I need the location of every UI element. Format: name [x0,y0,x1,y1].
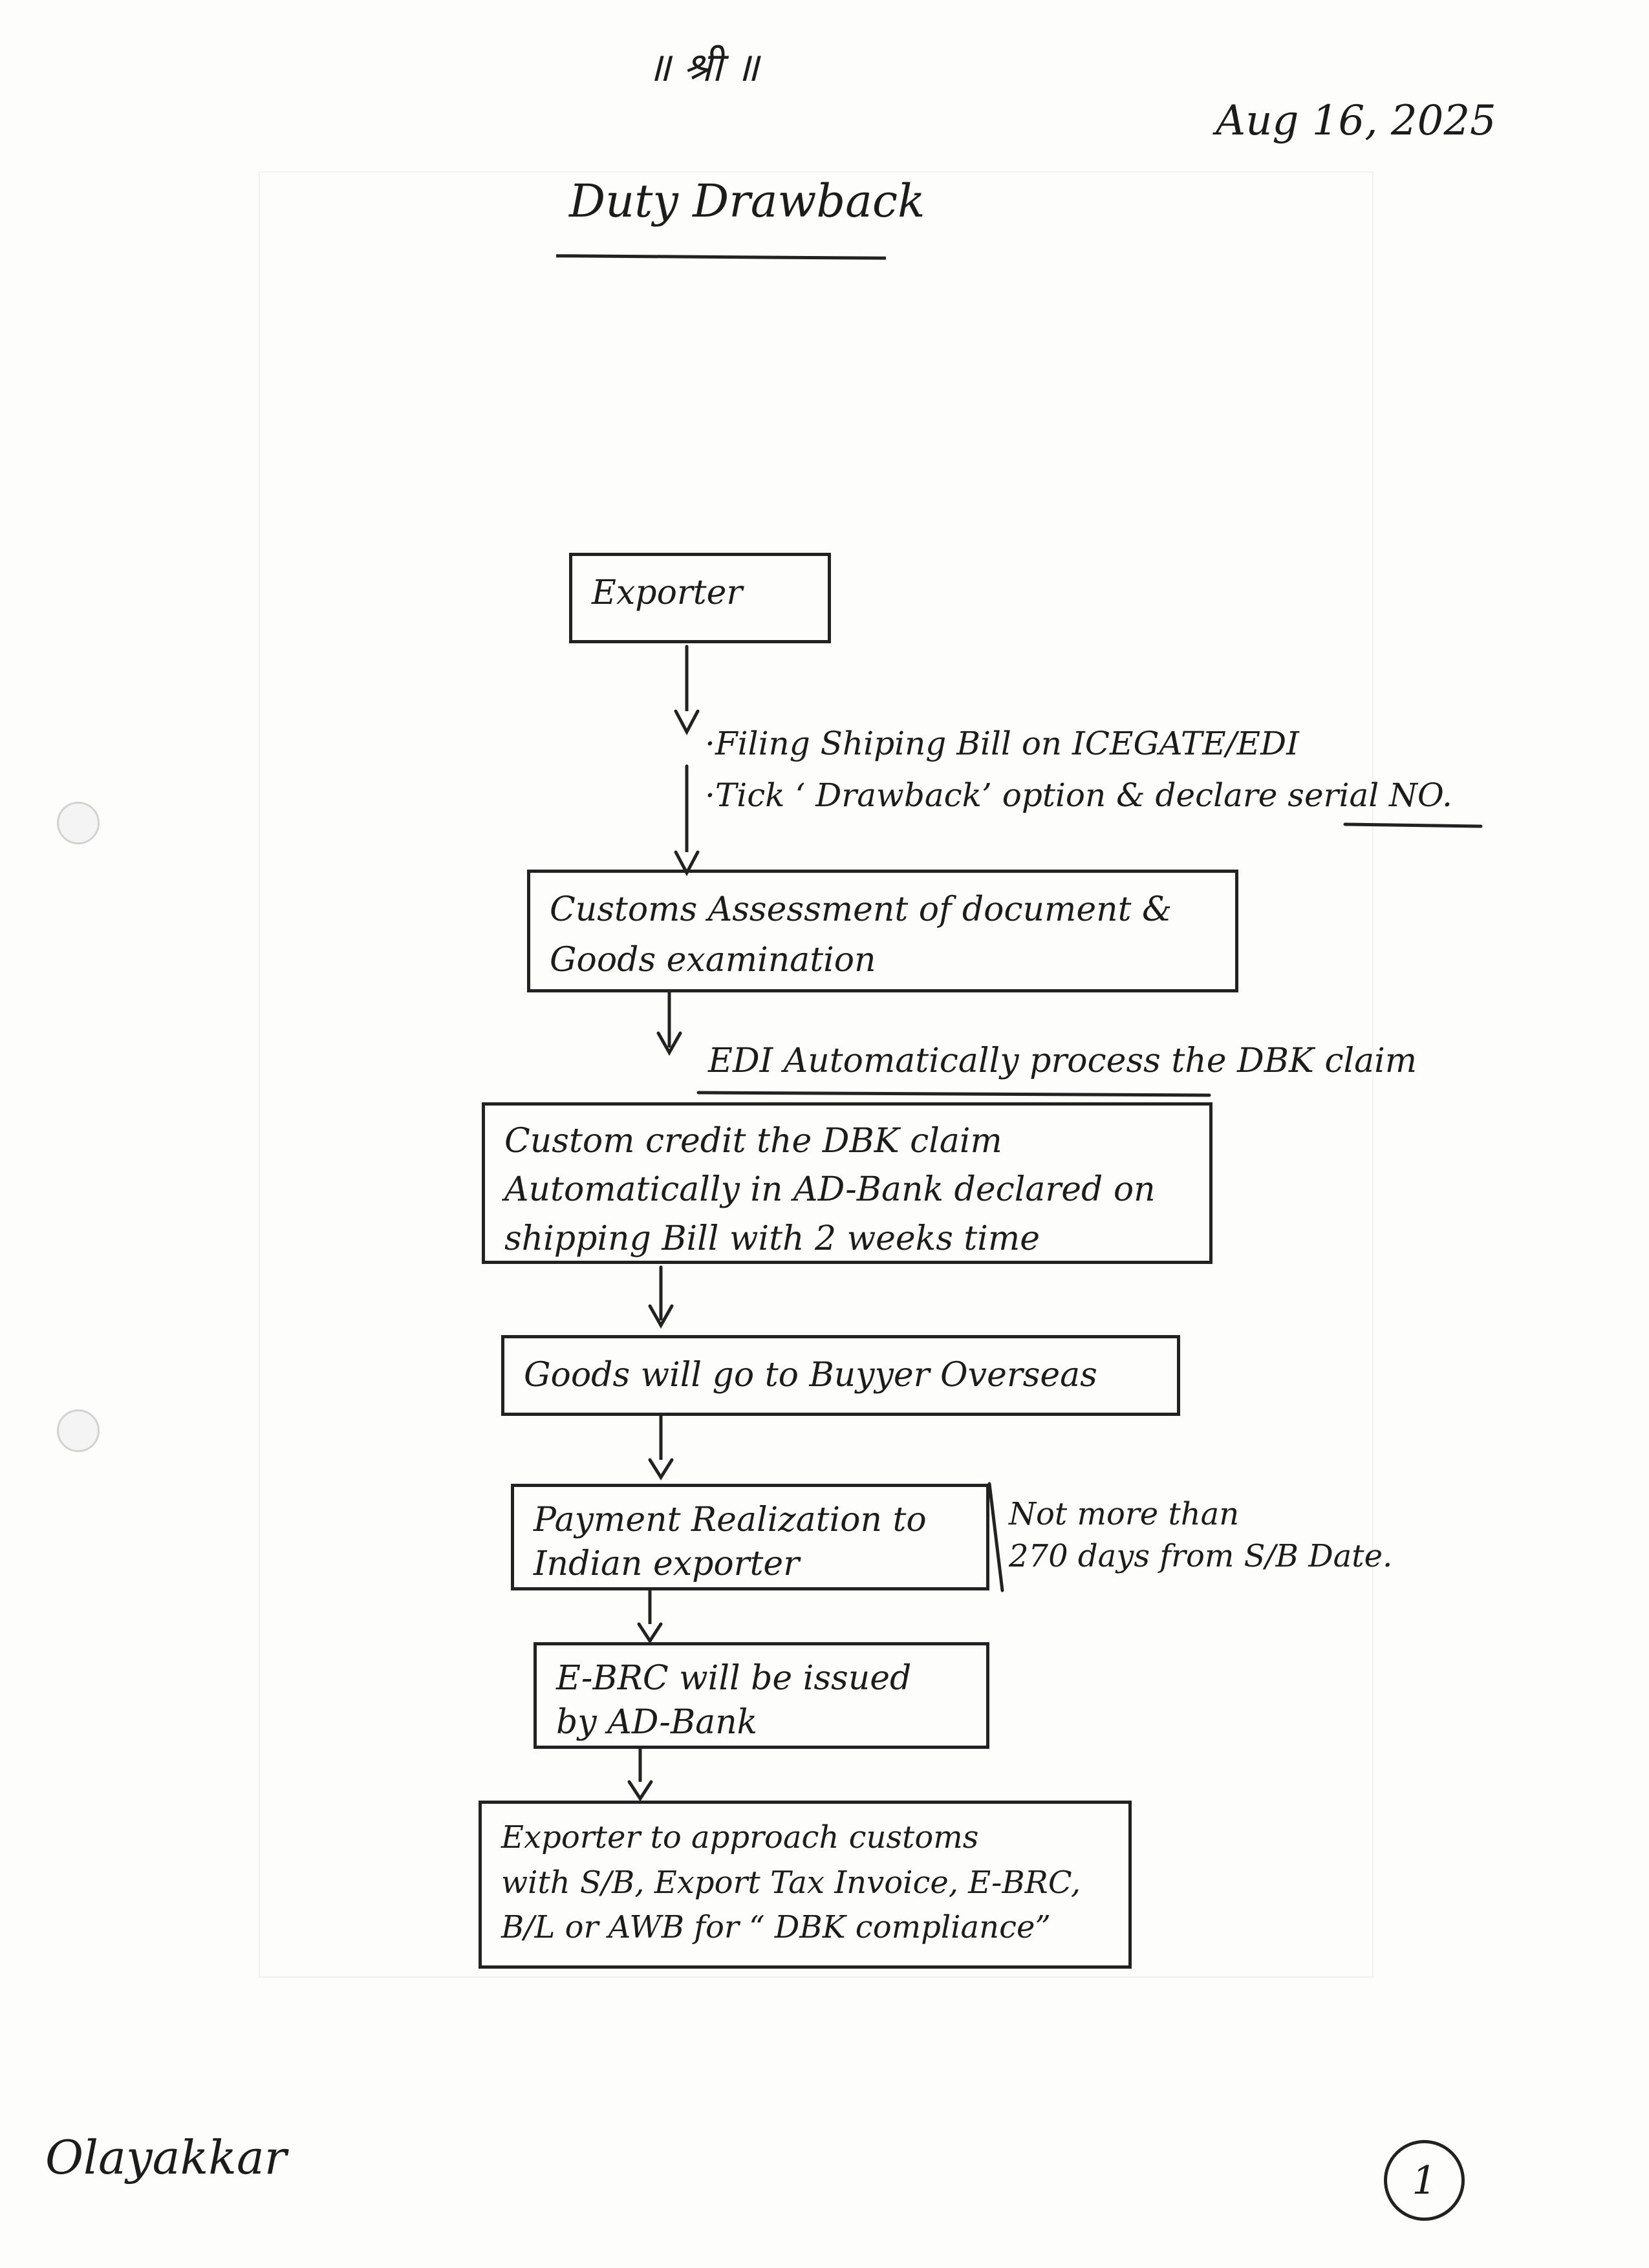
step-payment-line2: Indian exporter [534,1544,800,1583]
note-filing-line2-text: ·Tick ‘ Drawback’ option & declare [705,776,1288,814]
note-filing-line1: ·Filing Shiping Bill on ICEGATE/EDI [705,725,1299,762]
side-note-line1: Not more than [1009,1496,1240,1532]
step-customs-line2: Goods examination [550,941,876,979]
step-customs-line1: Customs Assessment of document & [550,890,1172,929]
step-final-line1: Exporter to approach customs [501,1819,979,1856]
step-credit-line2: Automatically in AD-Bank declared on [504,1170,1156,1210]
step-final-line2: with S/B, Export Tax Invoice, E-BRC, [501,1864,1081,1901]
step-payment-realization: Payment Realization to Indian exporter [511,1484,989,1590]
step-payment-line1: Payment Realization to [534,1501,927,1539]
step-customs-assessment: Customs Assessment of document & Goods e… [527,870,1238,992]
signature: Olayakkar [45,2130,287,2185]
arrow-head-6 [637,1622,663,1644]
arrow-head-3 [656,1031,682,1056]
page-number-circle: 1 [1384,2140,1465,2221]
step-approach-customs: Exporter to approach customs with S/B, E… [479,1801,1132,1969]
page-title: Duty Drawback [569,175,925,228]
step-exporter-label: Exporter [592,573,743,612]
step-exporter: Exporter [569,553,831,643]
arrow-head-7 [627,1780,653,1802]
punch-hole-bottom [57,1409,100,1452]
step-ebrc: E-BRC will be issued by AD-Bank [534,1642,989,1749]
step-ebrc-line1: E-BRC will be issued [556,1659,912,1698]
side-note-line2: 270 days from S/B Date. [1009,1537,1393,1574]
date-label: Aug 16, 2025 [1216,97,1496,145]
note-filing: ·Filing Shiping Bill on ICEGATE/EDI ·Tic… [705,718,1546,821]
step-goods-overseas: Goods will go to Buyyer Overseas [501,1335,1180,1416]
arrow-head-4 [648,1304,674,1329]
header-mark: ॥ श्री ॥ [647,43,759,91]
page-number: 1 [1412,2157,1437,2203]
note-edi: EDI Automatically process the DBK claim [708,1042,1417,1080]
step-goods-label: Goods will go to Buyyer Overseas [524,1356,1097,1395]
step-credit-line1: Custom credit the DBK claim [504,1122,1002,1161]
edi-underline [696,1091,1211,1097]
step-custom-credit: Custom credit the DBK claim Automaticall… [482,1102,1212,1264]
side-note-270-days: Not more than 270 days from S/B Date. [1009,1493,1392,1578]
serial-underline [1343,822,1483,828]
payment-divider [987,1482,1004,1592]
arrow-head-1 [674,709,700,736]
step-ebrc-line2: by AD-Bank [556,1702,758,1742]
note-filing-line2: ·Tick ‘ Drawback’ option & declare seria… [705,769,1546,821]
arrow-head-2 [674,850,700,877]
arrow-head-5 [648,1458,674,1481]
serial-no-text: serial NO. [1288,776,1452,814]
punch-hole-top [57,802,100,844]
step-final-line3: B/L or AWB for “ DBK compliance” [501,1909,1051,1946]
step-credit-line3: shipping Bill with 2 weeks time [504,1219,1040,1258]
